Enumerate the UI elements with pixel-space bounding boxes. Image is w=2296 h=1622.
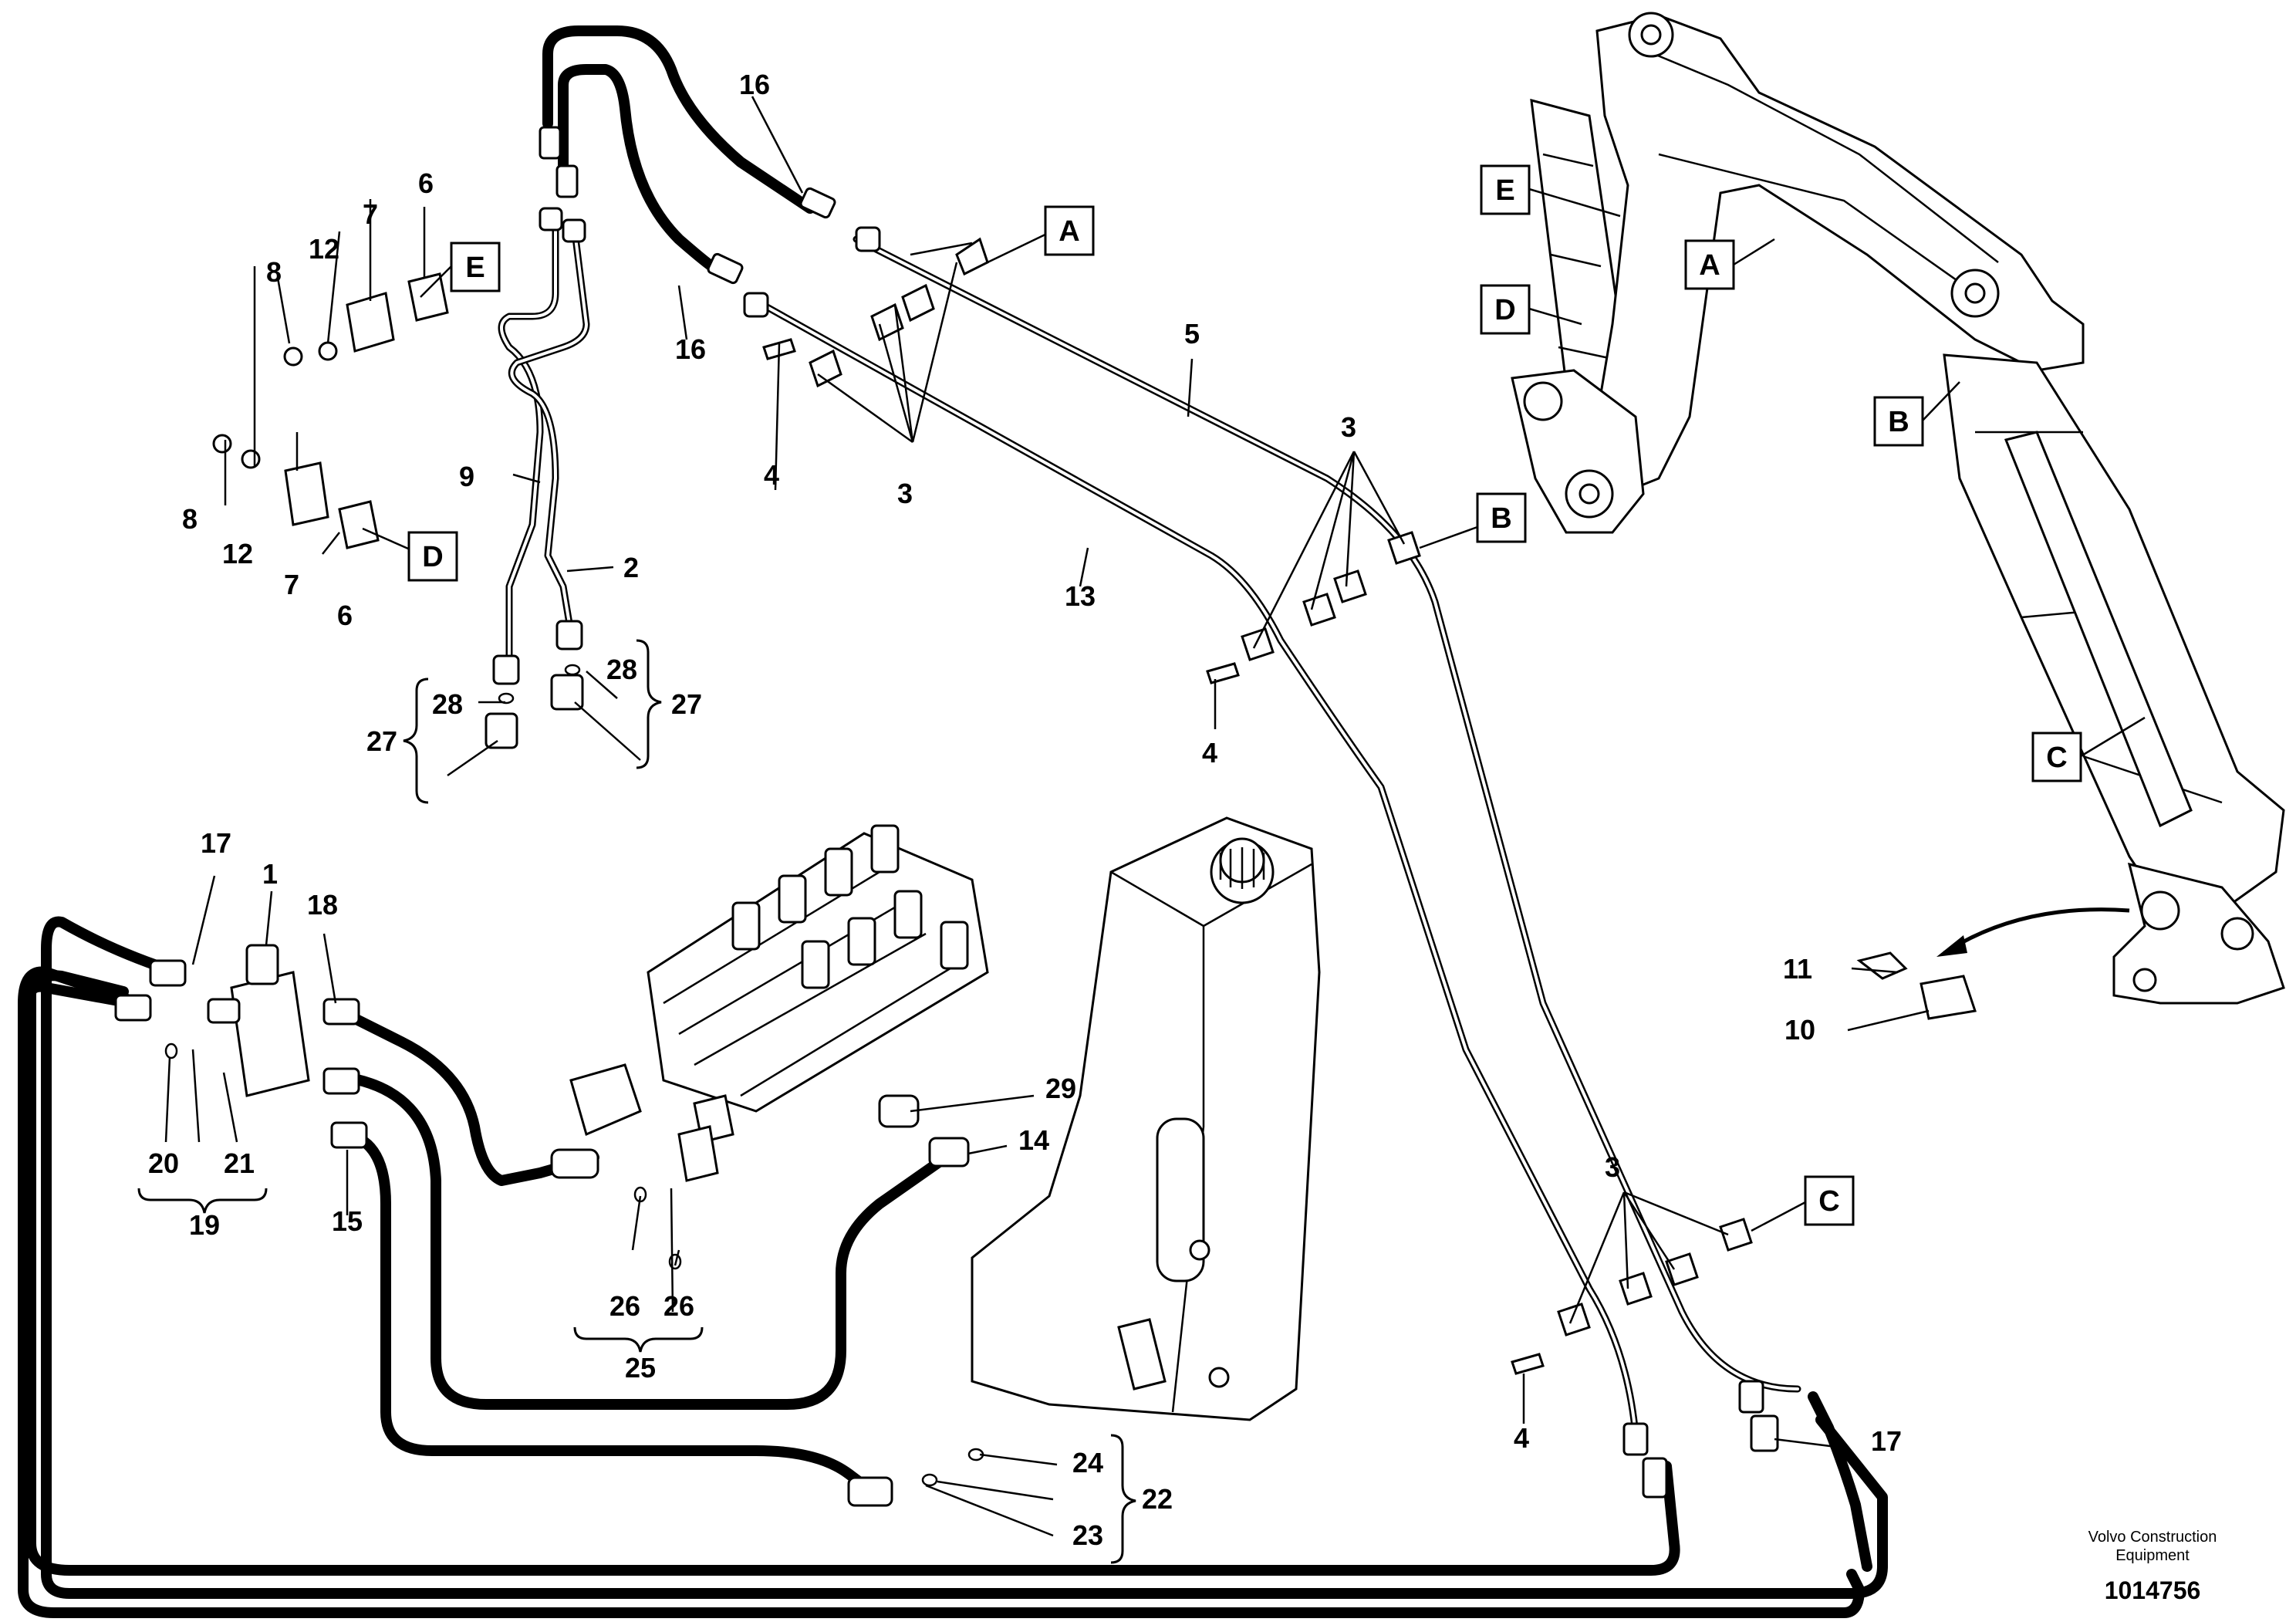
- hydraulic-tank-illustration: [971, 816, 1321, 1421]
- callout-8-top: 8: [266, 256, 282, 288]
- callout-27-left: 27: [366, 725, 397, 757]
- callout-1: 1: [262, 858, 278, 890]
- callout-6-mid: 6: [337, 600, 353, 631]
- callout-29: 29: [1045, 1073, 1076, 1104]
- callout-7-top: 7: [363, 198, 378, 230]
- callout-2: 2: [623, 552, 639, 583]
- callout-13: 13: [1065, 580, 1096, 612]
- valve-spools: [731, 824, 969, 989]
- leader-lines: [164, 96, 1930, 1537]
- callout-8-mid: 8: [182, 503, 198, 535]
- callout-20: 20: [148, 1147, 179, 1179]
- callout-11: 11: [1783, 953, 1812, 985]
- boom-arm-illustration: [1511, 12, 2285, 1005]
- callout-26-left: 26: [609, 1290, 640, 1322]
- drawing-number: 1014756: [2105, 1576, 2201, 1604]
- callout-28-right: 28: [606, 654, 637, 685]
- part-callouts: 16 16 5 13 3 4 3 4 3 4 17 11 10 6 7 12 8…: [148, 69, 1902, 1551]
- view-reference-labels: A B C D E A B C D E: [407, 164, 2146, 1226]
- braces: [137, 639, 1136, 1564]
- callout-4-mid: 4: [1202, 737, 1217, 769]
- callout-3-bottom: 3: [1605, 1151, 1620, 1183]
- fittings: [114, 126, 1977, 1507]
- callout-19: 19: [189, 1209, 220, 1241]
- view-label-a-1: A: [1059, 215, 1079, 248]
- callout-14: 14: [1018, 1124, 1049, 1156]
- view-label-d-1: D: [422, 541, 443, 573]
- view-label-a-2: A: [1699, 249, 1720, 282]
- callout-9: 9: [459, 461, 474, 492]
- rigid-pipes: [498, 220, 1801, 1439]
- brand-line-2: Equipment: [2115, 1547, 2190, 1564]
- view-label-b-2: B: [1888, 406, 1909, 438]
- view-label-c-2: C: [2046, 742, 2067, 774]
- footer: Volvo Construction Equipment 1014756: [2088, 1529, 2217, 1604]
- callout-12-mid: 12: [222, 538, 253, 569]
- callout-18: 18: [307, 889, 338, 921]
- view-label-b-1: B: [1491, 502, 1511, 535]
- callout-16-top: 16: [739, 69, 770, 100]
- view-label-e-2: E: [1495, 174, 1514, 207]
- brand-line-1: Volvo Construction: [2088, 1529, 2217, 1546]
- callout-7-mid: 7: [284, 569, 299, 600]
- callout-28-left: 28: [432, 688, 463, 720]
- callout-27-right: 27: [671, 688, 702, 720]
- callout-15: 15: [332, 1205, 363, 1237]
- callout-22: 22: [1142, 1483, 1173, 1515]
- callout-16-bottom: 16: [675, 333, 706, 365]
- callout-26-right: 26: [663, 1290, 694, 1322]
- callout-25: 25: [625, 1352, 656, 1384]
- view-label-d-2: D: [1494, 294, 1515, 326]
- callout-10: 10: [1784, 1014, 1815, 1046]
- callout-6-top: 6: [418, 167, 434, 199]
- hoses: [18, 25, 1888, 1618]
- view-label-e-1: E: [465, 252, 485, 284]
- callout-23: 23: [1072, 1519, 1103, 1551]
- callout-4-top: 4: [764, 459, 779, 491]
- callout-5: 5: [1184, 318, 1200, 350]
- callout-3-mid: 3: [1341, 411, 1356, 443]
- callout-24: 24: [1072, 1447, 1103, 1478]
- callout-4-bottom: 4: [1514, 1422, 1529, 1454]
- callout-21: 21: [224, 1147, 255, 1179]
- callout-17-right: 17: [1871, 1425, 1902, 1457]
- control-valve-illustration: [569, 824, 989, 1144]
- callout-12-top: 12: [309, 233, 339, 265]
- callout-17-left: 17: [201, 827, 231, 859]
- callout-3-top: 3: [897, 478, 913, 509]
- view-label-c-1: C: [1818, 1185, 1839, 1218]
